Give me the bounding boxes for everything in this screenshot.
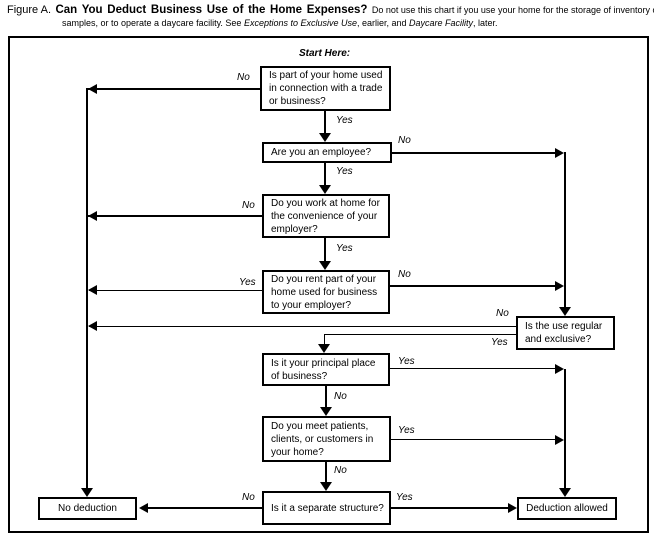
label-q7-no: No (334, 465, 347, 476)
arrow-down-icon (559, 488, 571, 497)
node-q4-rent-to-employer: Do you rent part of your home used for b… (262, 270, 390, 314)
arrow-left-icon (88, 321, 97, 331)
label-q8-no: No (242, 492, 255, 503)
label-q6-no: No (334, 391, 347, 402)
connector-q5-yes (324, 334, 516, 335)
node-q7-meet-patients: Do you meet patients, clients, or custom… (262, 416, 391, 462)
connector-right-lower-spine (564, 369, 566, 489)
figure-header: Figure A. Can You Deduct Business Use of… (7, 3, 654, 29)
node-q5-regular-and-exclusive: Is the use regular and exclusive? (516, 316, 615, 350)
label-q3-yes: Yes (336, 243, 353, 254)
figure-note: Do not use this chart if you use your ho… (62, 5, 654, 28)
label-q7-yes: Yes (398, 425, 415, 436)
connector-q8-no (146, 507, 262, 509)
start-here-label: Start Here: (299, 48, 351, 59)
label-q1-yes: Yes (336, 115, 353, 126)
arrow-right-icon (555, 148, 564, 158)
label-q1-no: No (237, 72, 250, 83)
connector-q7-no (325, 462, 327, 483)
arrow-left-icon (88, 84, 97, 94)
connector-q3-no (88, 215, 262, 217)
arrow-down-icon (81, 488, 93, 497)
arrow-down-icon (320, 407, 332, 416)
connector-q1-no (88, 88, 260, 90)
label-q4-no: No (398, 269, 411, 280)
figure-label: Figure A. (7, 4, 52, 16)
arrow-down-icon (318, 344, 330, 353)
connector-q3-yes (324, 238, 326, 262)
arrow-down-icon (559, 307, 571, 316)
node-q1-trade-or-business: Is part of your home used in connection … (260, 66, 391, 111)
node-q2-employee: Are you an employee? (262, 142, 392, 163)
arrow-right-icon (555, 435, 564, 445)
label-q4-yes: Yes (239, 277, 256, 288)
arrow-right-icon (508, 503, 517, 513)
connector-q4-no (390, 285, 556, 287)
arrow-right-icon (555, 364, 564, 374)
connector-q4-yes (89, 290, 262, 291)
arrow-right-icon (555, 281, 564, 291)
chart-border (8, 36, 649, 533)
arrow-left-icon (139, 503, 148, 513)
note-reference-daycare-facility: Daycare Facility (409, 18, 474, 28)
label-q6-yes: Yes (398, 356, 415, 367)
connector-q5-yes-drop (324, 334, 325, 346)
arrow-left-icon (88, 211, 97, 221)
arrow-down-icon (319, 185, 331, 194)
connector-q7-yes (391, 439, 556, 440)
label-q2-no: No (398, 135, 411, 146)
connector-left-spine (86, 88, 88, 490)
connector-q6-no (325, 386, 327, 408)
connector-q8-yes (391, 507, 509, 509)
node-deduction-allowed: Deduction allowed (517, 497, 617, 520)
label-q2-yes: Yes (336, 166, 353, 177)
connector-right-upper-spine (564, 152, 566, 308)
label-q5-yes: Yes (491, 337, 508, 348)
node-no-deduction: No deduction (38, 497, 137, 520)
arrow-down-icon (320, 482, 332, 491)
label-q5-no: No (496, 308, 509, 319)
figure-title: Can You Deduct Business Use of the Home … (55, 4, 368, 16)
arrow-down-icon (319, 261, 331, 270)
label-q3-no: No (242, 200, 255, 211)
connector-q1-yes (324, 111, 326, 134)
arrow-left-icon (88, 285, 97, 295)
node-q8-separate-structure: Is it a separate structure? (262, 491, 391, 525)
connector-q6-yes (390, 368, 556, 369)
connector-q5-no (89, 326, 516, 327)
node-q3-convenience-of-employer: Do you work at home for the convenience … (262, 194, 390, 238)
connector-q2-no (392, 152, 557, 154)
label-q8-yes: Yes (396, 492, 413, 503)
node-q6-principal-place: Is it your principal place of business? (262, 353, 390, 386)
arrow-down-icon (319, 133, 331, 142)
connector-q2-yes (324, 163, 326, 186)
note-reference-exclusive-use: Exceptions to Exclusive Use (243, 18, 357, 28)
